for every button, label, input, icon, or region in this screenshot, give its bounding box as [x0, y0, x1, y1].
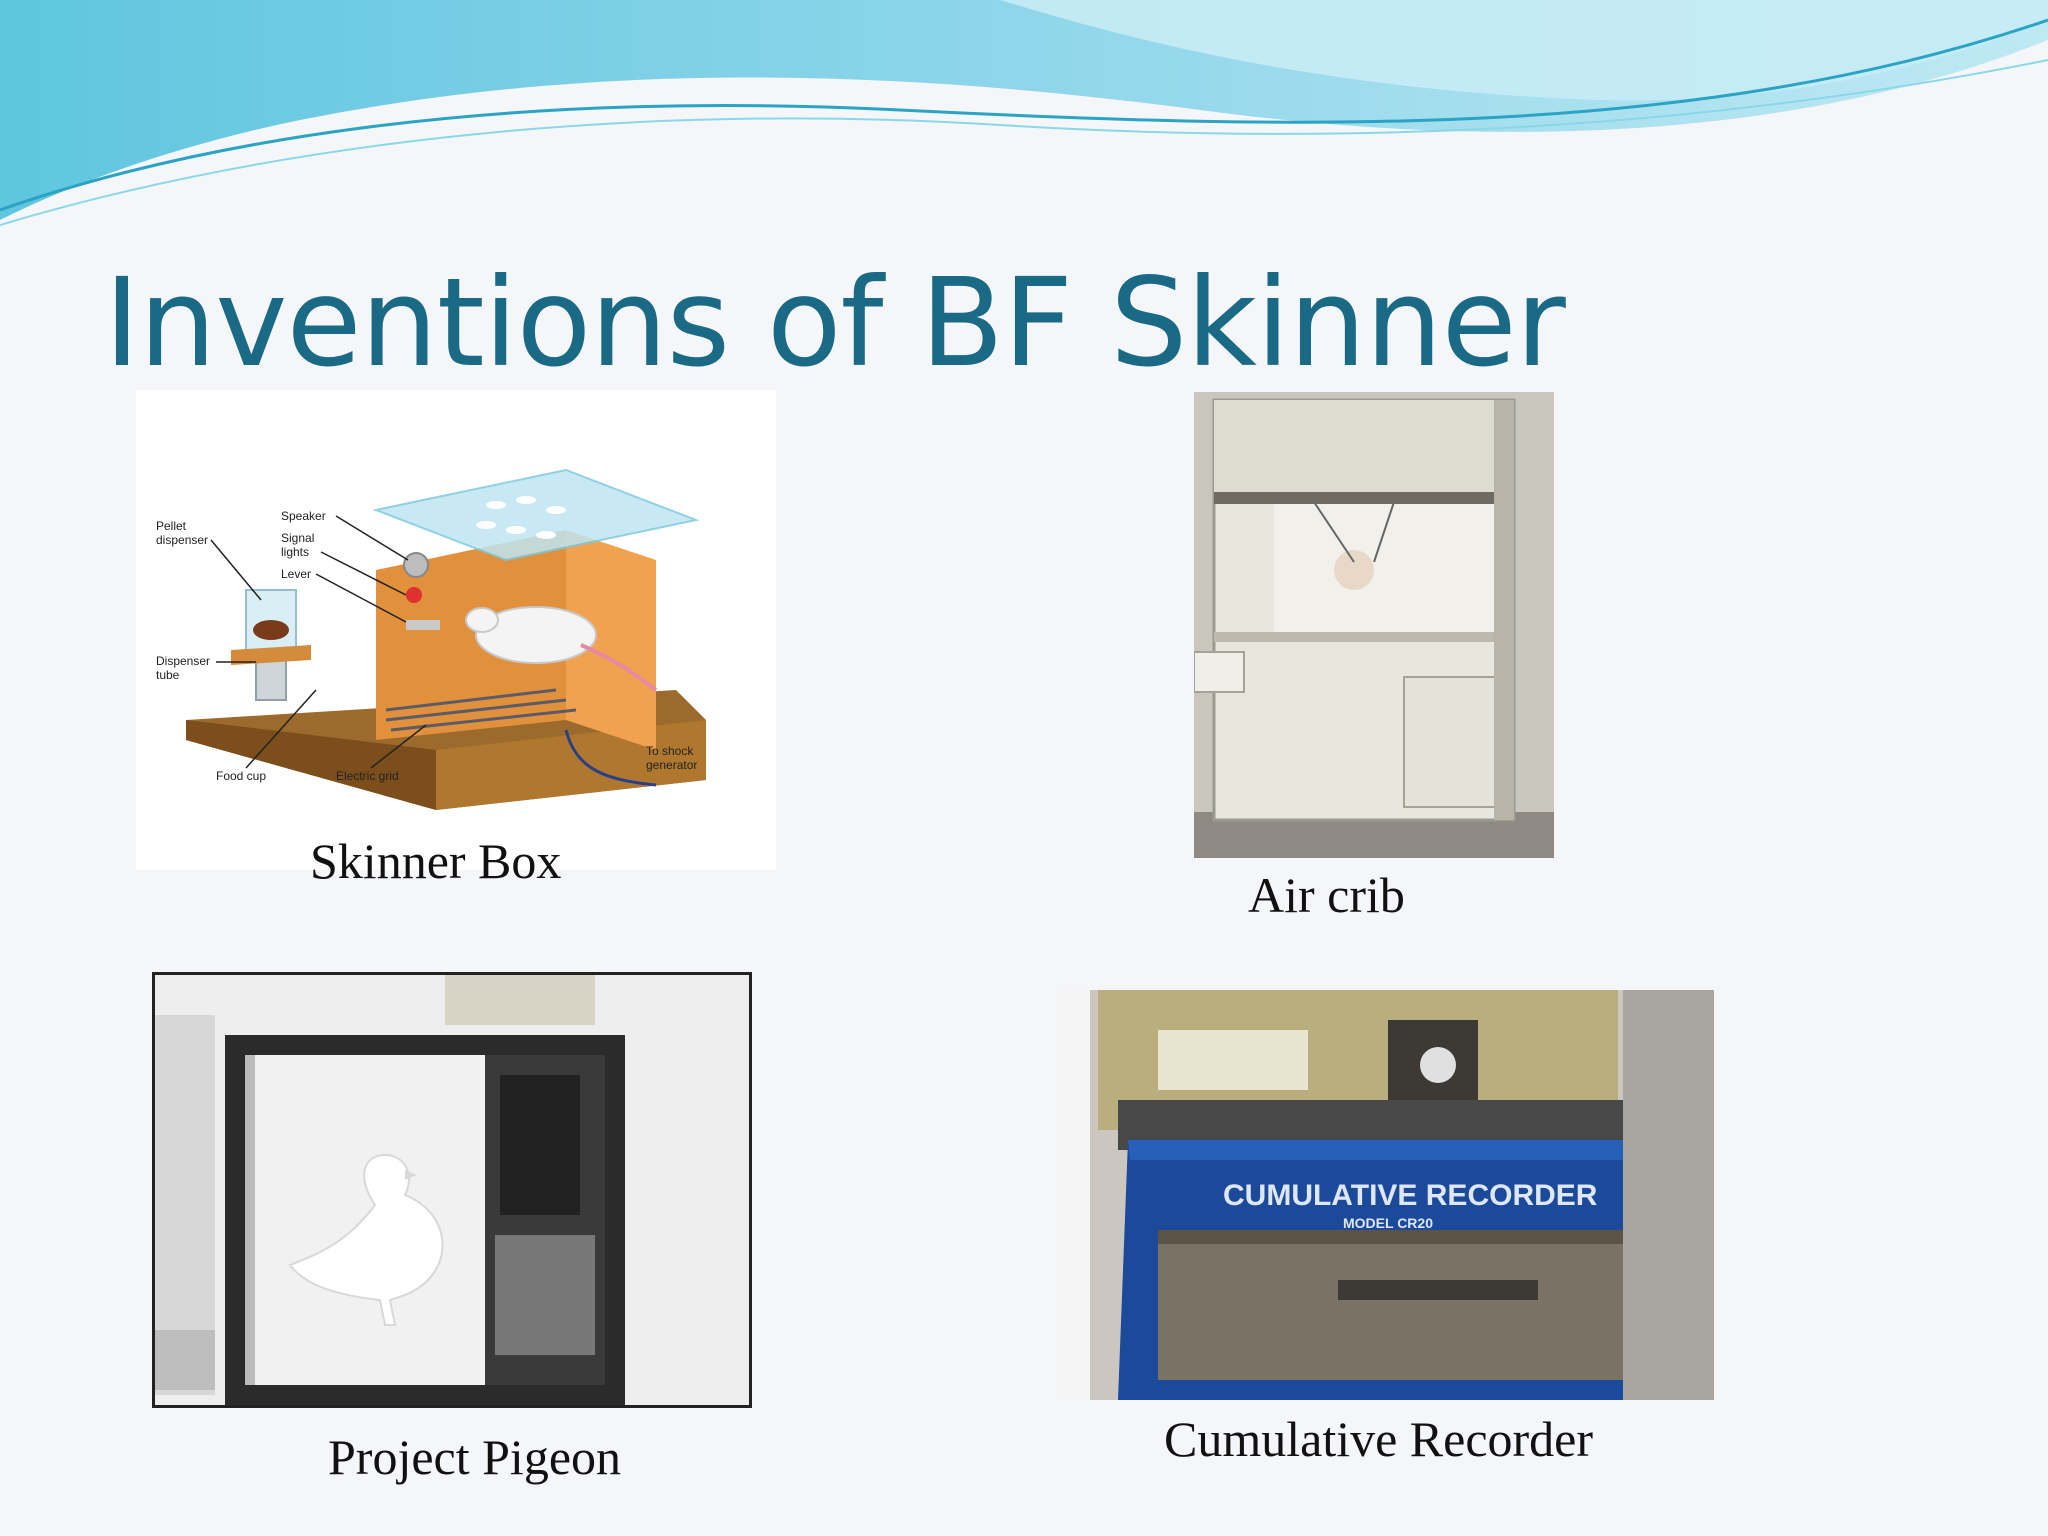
cumulative-recorder-caption: Cumulative Recorder [1164, 1411, 1594, 1467]
label-pellet-2: dispenser [156, 533, 208, 547]
label-lever: Lever [281, 567, 311, 581]
air-crib-caption: Air crib [1248, 867, 1405, 923]
air-crib-photo [1194, 392, 1554, 858]
project-pigeon-caption: Project Pigeon [328, 1429, 622, 1485]
recorder-model: MODEL CR20 [1343, 1215, 1433, 1231]
label-shock-1: To shock [646, 744, 694, 758]
label-grid: Electric grid [336, 769, 399, 783]
cumulative-recorder-photo: CUMULATIVE RECORDER MODEL CR20 [1058, 990, 1714, 1400]
header-wave-decoration [0, 0, 2048, 226]
label-signal-1: Signal [281, 531, 314, 545]
slide-title: Inventions of BF Skinner [104, 252, 1566, 394]
recorder-label: CUMULATIVE RECORDER [1223, 1179, 1598, 1212]
label-dispenser-tube-2: tube [156, 668, 180, 682]
label-shock-2: generator [646, 758, 697, 772]
label-food-cup: Food cup [216, 769, 266, 783]
skinner-box-diagram: Pellet dispenser Speaker Signal lights L… [136, 390, 776, 870]
project-pigeon-photo [152, 972, 752, 1408]
label-dispenser-tube-1: Dispenser [156, 654, 210, 668]
label-signal-2: lights [281, 545, 309, 559]
label-pellet-1: Pellet [156, 519, 187, 533]
label-speaker: Speaker [281, 509, 326, 523]
skinner-box-caption: Skinner Box [310, 833, 562, 889]
